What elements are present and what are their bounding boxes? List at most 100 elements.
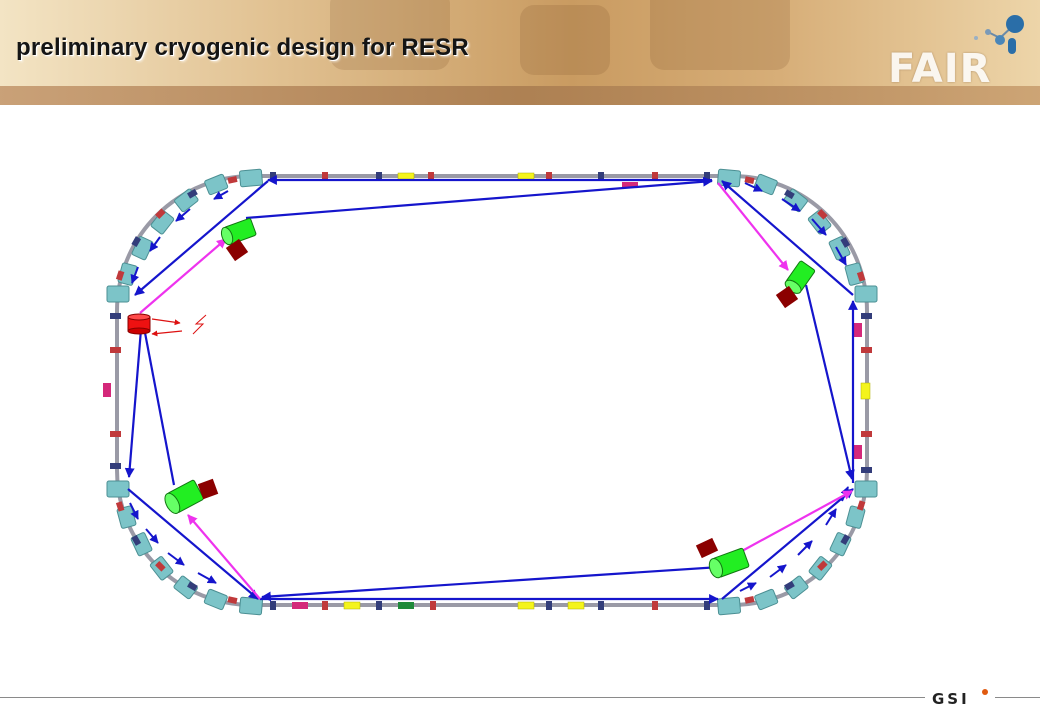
rf-cavity: [567, 601, 585, 610]
dipole-magnet: [717, 596, 741, 616]
fair-molecule-icon: [974, 15, 1024, 54]
quadrupole-magnet: [187, 581, 198, 592]
transfer-line-arc-tr: [721, 180, 854, 296]
quadrupole-magnet: [227, 176, 238, 184]
page-title: preliminary cryogenic design for RESR: [16, 34, 469, 61]
arc-flow-arrows: [129, 182, 849, 592]
quadrupole-magnet: [110, 431, 121, 437]
dipole-magnet: [203, 588, 228, 611]
transfer-line-left-feed: [140, 316, 176, 486]
quadrupole-magnet: [187, 188, 198, 199]
dipole-magnet: [239, 168, 263, 188]
slide-header: preliminary cryogenic design for RESR FA…: [0, 0, 1040, 105]
quadrupole-magnet: [861, 467, 872, 473]
quadrupole-magnet: [131, 535, 142, 546]
kicker-magnet: [103, 383, 111, 397]
quadrupole-magnet: [131, 236, 142, 247]
dipole-magnet: [239, 596, 263, 616]
quadrupole-magnet: [110, 313, 121, 319]
helium-feed-lines: [139, 182, 853, 600]
quadrupole-magnet: [817, 560, 828, 571]
transfer-line-top-return: [245, 176, 713, 220]
quadrupole-magnet: [110, 347, 121, 353]
quadrupole-magnet: [270, 601, 276, 610]
kicker-magnet: [292, 602, 308, 609]
quadrupole-magnet: [428, 172, 434, 181]
transfer-line-bottom-return: [261, 565, 721, 602]
quadrupole-magnet: [704, 601, 710, 610]
dipole-magnet: [854, 480, 878, 498]
feed-line-lower-right: [741, 490, 853, 552]
dipole-magnet: [150, 210, 175, 235]
quadrupole-magnet: [155, 208, 166, 219]
quadrupole-magnet: [784, 189, 795, 200]
quadrupole-magnet: [115, 501, 125, 512]
quadrupole-magnet: [784, 580, 795, 591]
feed-line-lower-left: [187, 514, 261, 600]
header-decoration: [330, 0, 450, 70]
quadrupole-magnet: [704, 172, 710, 181]
quadrupole-magnet: [430, 601, 436, 610]
header-decoration: [520, 5, 610, 75]
cold-box-icon: [775, 285, 799, 309]
quadrupole-magnet: [840, 237, 851, 248]
power-supply-lines: [151, 314, 207, 337]
kicker-magnet: [622, 182, 638, 187]
dipole-magnet: [854, 285, 878, 303]
cryogenic-ring-diagram: [103, 168, 878, 616]
transfer-line-arc-bl: [127, 488, 259, 600]
cold-box-icon: [695, 537, 719, 559]
transfer-line-arc-tl: [134, 180, 269, 296]
refrigerator-icon: [127, 313, 151, 335]
gsi-logo-text: GSI: [932, 690, 970, 708]
cryostat-icon: [708, 547, 750, 579]
quadrupole-magnets: [103, 172, 872, 610]
quadrupole-magnet: [744, 596, 755, 604]
kicker-magnet: [853, 323, 862, 337]
dipole-magnet: [717, 168, 741, 188]
quadrupole-magnet: [322, 601, 328, 610]
cryostat-icon: [164, 479, 204, 515]
cryostat-icon: [220, 218, 257, 246]
dipole-magnet: [106, 480, 130, 498]
lightning-icon: [192, 314, 207, 335]
quadrupole-magnet: [110, 463, 121, 469]
dipole-magnet: [173, 575, 198, 600]
quadrupole-magnet: [376, 172, 382, 181]
dipole-magnet: [106, 285, 130, 303]
septum-magnet: [398, 602, 414, 609]
fair-logo: FAIR: [888, 46, 992, 92]
quadrupole-magnet: [817, 209, 828, 220]
quadrupole-magnet: [546, 601, 552, 610]
footer-rule: [0, 697, 925, 698]
rf-cavity: [860, 382, 871, 400]
transfer-line-arc-br: [721, 488, 854, 600]
kicker-magnet: [853, 445, 862, 459]
quadrupole-magnet: [744, 176, 755, 184]
quadrupole-magnet: [856, 271, 866, 282]
quadrupole-magnet: [115, 270, 125, 281]
quadrupole-magnet: [861, 313, 872, 319]
quadrupole-magnet: [652, 172, 658, 181]
quadrupole-magnet: [227, 596, 238, 604]
quadrupole-magnet: [598, 601, 604, 610]
cold-box-icon: [225, 238, 249, 262]
feed-line-upper-left: [139, 238, 227, 314]
quadrupole-magnet: [840, 534, 851, 545]
cryogenic-transfer-lines: [124, 175, 858, 604]
quadrupole-magnet: [861, 431, 872, 437]
quadrupole-magnet: [155, 561, 166, 572]
header-band: [0, 86, 1040, 105]
dipole-magnet: [754, 588, 779, 611]
rf-cavity: [517, 601, 535, 610]
footer-rule: [995, 697, 1040, 698]
quadrupole-magnet: [322, 172, 328, 181]
gsi-logo: GSI: [932, 689, 988, 708]
transfer-line-left: [124, 316, 144, 478]
header-decoration: [650, 0, 790, 70]
quadrupole-magnet: [861, 347, 872, 353]
feed-line-upper-right: [717, 182, 789, 271]
cold-box-icon: [197, 478, 219, 500]
quadrupole-magnet: [598, 172, 604, 181]
transfer-line-right-feed: [804, 284, 855, 480]
